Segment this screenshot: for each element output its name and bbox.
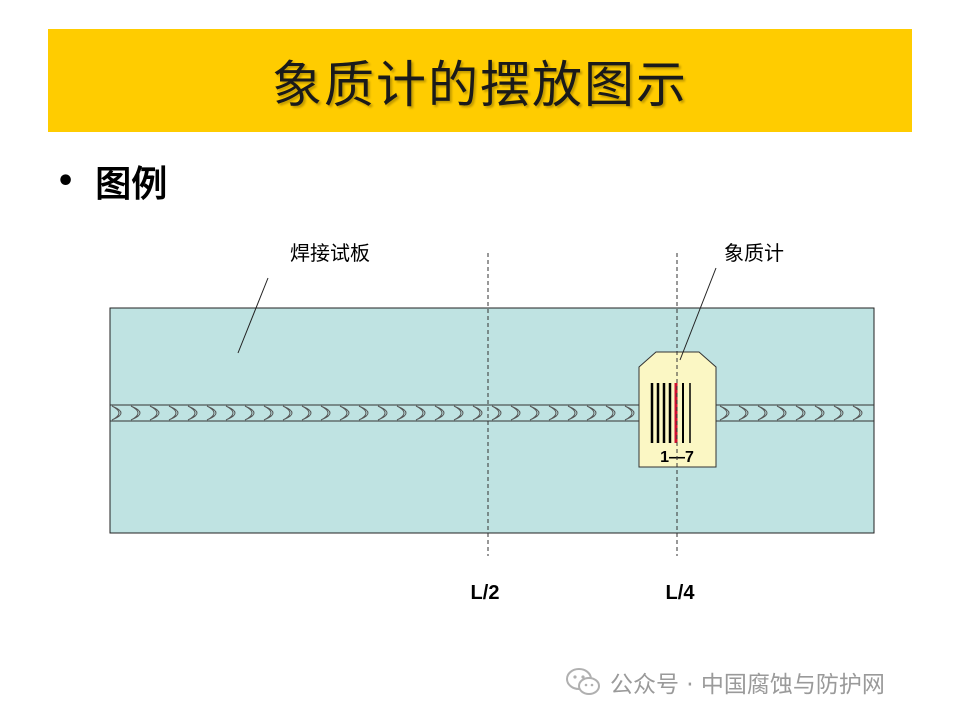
half-length-label: L/2 <box>471 582 500 604</box>
quarter-length-label: L/4 <box>666 582 696 604</box>
watermark-text: 公众号 · 中国腐蚀与防护网 <box>610 672 885 698</box>
page-title: 象质计的摆放图示 <box>272 55 688 114</box>
plate-label: 焊接试板 <box>290 241 370 265</box>
legend-heading: 图例 <box>95 164 168 205</box>
plate-leader-line <box>237 277 269 354</box>
iqi-label: 象质计 <box>724 241 784 265</box>
bullet-dot: • <box>56 163 76 199</box>
legend-bullet: • 图例 <box>56 155 167 207</box>
wechat-icon <box>566 668 600 695</box>
iqi-leader-line <box>679 267 717 361</box>
title-bar: 象质计的摆放图示 <box>48 29 912 132</box>
watermark: 公众号 · 中国腐蚀与防护网 <box>566 664 885 700</box>
